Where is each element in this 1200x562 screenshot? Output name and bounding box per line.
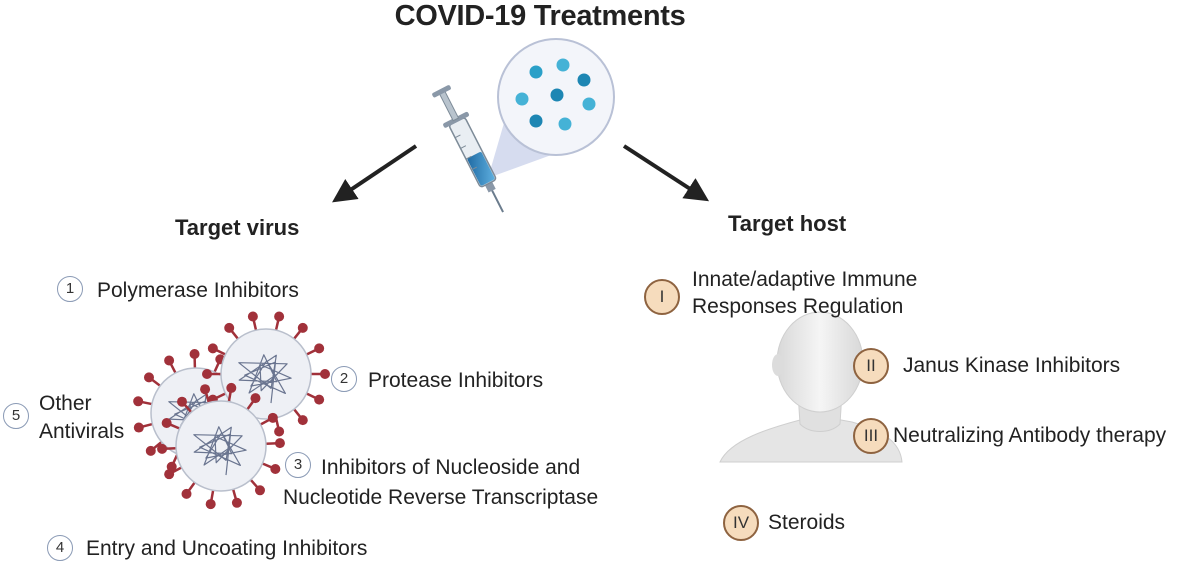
item-badge: 3 <box>285 452 311 478</box>
protease-inhibitors-label: Protease Inhibitors <box>368 369 544 392</box>
virus-icon <box>157 382 285 510</box>
virus-icon <box>202 311 330 437</box>
nucleoside-inhibitors-label-line2: Nucleotide Reverse Transcriptase <box>283 486 599 509</box>
arrow-to-target-virus <box>332 144 418 203</box>
nucleoside-inhibitors-label-line1: Inhibitors of Nucleoside and <box>321 456 581 479</box>
target-host-heading: Target host <box>728 211 847 236</box>
item-badge: II <box>853 348 889 384</box>
item-badge: I <box>644 279 680 315</box>
neutralizing-antibody-label: Neutralizing Antibody therapy <box>893 424 1167 447</box>
arrow-to-target-host <box>622 144 710 202</box>
drug-particle-bubble <box>497 38 615 156</box>
immune-regulation-label-line2: Responses Regulation <box>692 295 904 318</box>
item-badge: 2 <box>331 366 357 392</box>
polymerase-inhibitors-label: Polymerase Inhibitors <box>97 279 299 302</box>
item-badge: 1 <box>57 276 83 302</box>
target-virus-heading: Target virus <box>175 215 300 240</box>
item-badge: IV <box>723 505 759 541</box>
steroids-label: Steroids <box>768 511 846 534</box>
item-badge: 5 <box>3 403 29 429</box>
zoom-cone <box>488 123 565 178</box>
other-antivirals-label-line1: Other <box>39 392 92 415</box>
syringe-icon <box>432 85 504 213</box>
item-badge: 4 <box>47 535 73 561</box>
other-antivirals-label-line2: Antivirals <box>39 420 125 443</box>
item-badge: III <box>853 418 889 454</box>
entry-uncoating-inhibitors-label: Entry and Uncoating Inhibitors <box>86 537 368 560</box>
immune-regulation-label-line1: Innate/adaptive Immune <box>692 268 918 291</box>
page-title: COVID-19 Treatments <box>394 0 686 32</box>
janus-kinase-inhibitors-label: Janus Kinase Inhibitors <box>903 354 1121 377</box>
